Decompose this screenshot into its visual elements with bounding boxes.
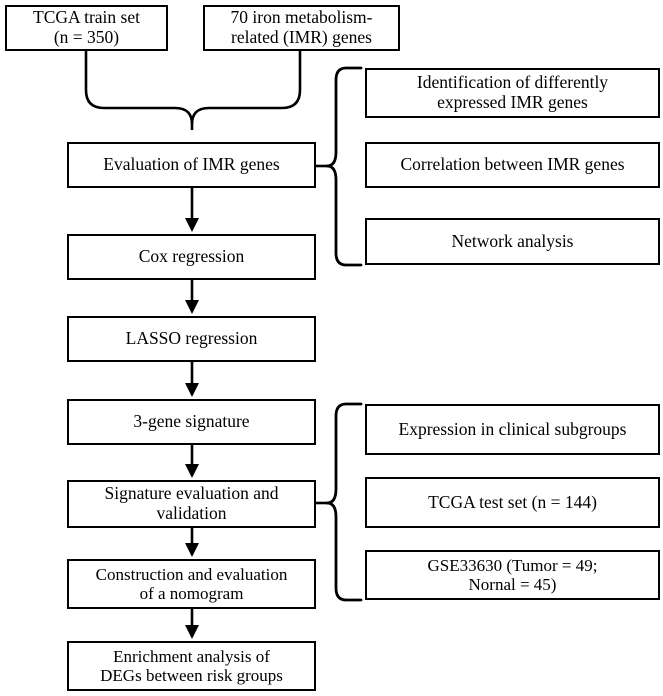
arrow-lasso-to-signature — [185, 362, 199, 397]
arrow-cox-to-lasso — [185, 280, 199, 314]
node-identification-deg-imr: Identification of differently expressed … — [365, 68, 660, 118]
arrow-signature-to-validation — [185, 445, 199, 478]
arrow-evaluation-to-cox — [185, 188, 199, 232]
node-correlation-imr-genes: Correlation between IMR genes — [365, 142, 660, 188]
node-tcga-test-set: TCGA test set (n = 144) — [365, 477, 660, 528]
node-imr-gene-panel: 70 iron metabolism- related (IMR) genes — [203, 5, 400, 51]
arrow-nomogram-to-enrichment — [185, 609, 199, 639]
node-cox-regression: Cox regression — [67, 234, 316, 280]
node-network-analysis: Network analysis — [365, 218, 660, 265]
brace-evaluation-branch — [316, 66, 363, 267]
arrow-validation-to-nomogram — [185, 528, 199, 557]
merge-connector-inputs — [84, 51, 302, 130]
node-construction-nomogram: Construction and evaluation of a nomogra… — [67, 559, 316, 609]
node-3-gene-signature: 3-gene signature — [67, 399, 316, 445]
node-expression-clinical-subgroups: Expression in clinical subgroups — [365, 404, 660, 455]
node-evaluation-of-imr-genes: Evaluation of IMR genes — [67, 142, 316, 188]
node-tcga-train-set: TCGA train set (n = 350) — [5, 5, 168, 51]
node-gse33630-dataset: GSE33630 (Tumor = 49; Nornal = 45) — [365, 550, 660, 600]
node-lasso-regression: LASSO regression — [67, 316, 316, 362]
node-signature-evaluation-validation: Signature evaluation and validation — [67, 480, 316, 528]
node-enrichment-analysis: Enrichment analysis of DEGs between risk… — [67, 641, 316, 691]
brace-validation-branch — [316, 402, 363, 602]
